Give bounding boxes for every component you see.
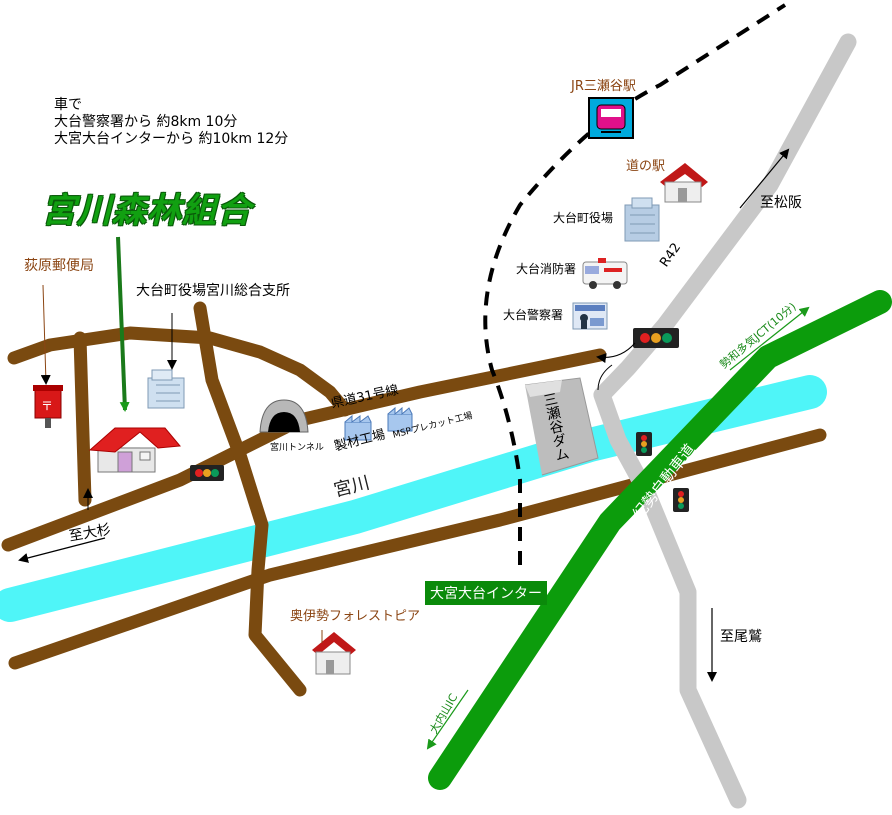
traffic-light-icon — [636, 432, 652, 456]
factory-icon — [387, 406, 413, 432]
fire-station-label: 大台消防署 — [516, 262, 577, 276]
traffic-light-icon — [190, 465, 224, 481]
dam — [524, 377, 599, 476]
directions-line: 大台警察署から 約8km 10分 — [54, 114, 238, 130]
police-station-icon — [572, 302, 608, 330]
post-office-label: 荻原郵便局 — [24, 258, 94, 274]
traffic-light-icon — [633, 328, 679, 348]
michinoeki-label: 道の駅 — [626, 159, 666, 174]
train-station-icon — [588, 97, 634, 139]
interchange-label: 大宮大台インター — [425, 581, 547, 605]
directions-line: 大宮大台インターから 約10km 12分 — [54, 131, 289, 147]
branch-office-icon — [147, 369, 185, 409]
tunnel-icon — [259, 399, 309, 433]
pointer-arrows — [18, 148, 810, 750]
svg-text:〒: 〒 — [41, 399, 53, 413]
forest-pia-label: 奥伊勢フォレストピア — [290, 609, 421, 624]
factory-icon — [344, 414, 372, 441]
station-label: JR三瀬谷駅 — [571, 79, 636, 94]
to-owase-label: 至尾鷲 — [720, 629, 762, 645]
directions-line: 車で — [54, 97, 82, 113]
local-roads — [1, 301, 827, 697]
fire-station-icon — [582, 258, 628, 289]
michinoeki-icon — [660, 163, 708, 203]
map-title: 宮川森林組合 — [42, 191, 252, 231]
town-hall-icon — [624, 197, 660, 242]
route-42 — [593, 33, 857, 809]
police-label: 大台警察署 — [503, 308, 564, 322]
tunnel-label: 宮川トンネル — [270, 443, 324, 453]
destination-building-icon — [88, 427, 181, 473]
postbox-icon: 〒 — [33, 385, 63, 428]
town-hall-label: 大台町役場 — [553, 211, 614, 225]
branch-office-label: 大台町役場宮川総合支所 — [136, 283, 290, 299]
traffic-light-icon — [673, 488, 689, 512]
to-matsusaka-label: 至松阪 — [760, 195, 802, 211]
directions-text: 車で 大台警察署から 約8km 10分 大宮大台インターから 約10km 12分 — [54, 97, 288, 148]
forest-pia-house-icon — [312, 632, 356, 675]
expressway — [428, 290, 892, 790]
